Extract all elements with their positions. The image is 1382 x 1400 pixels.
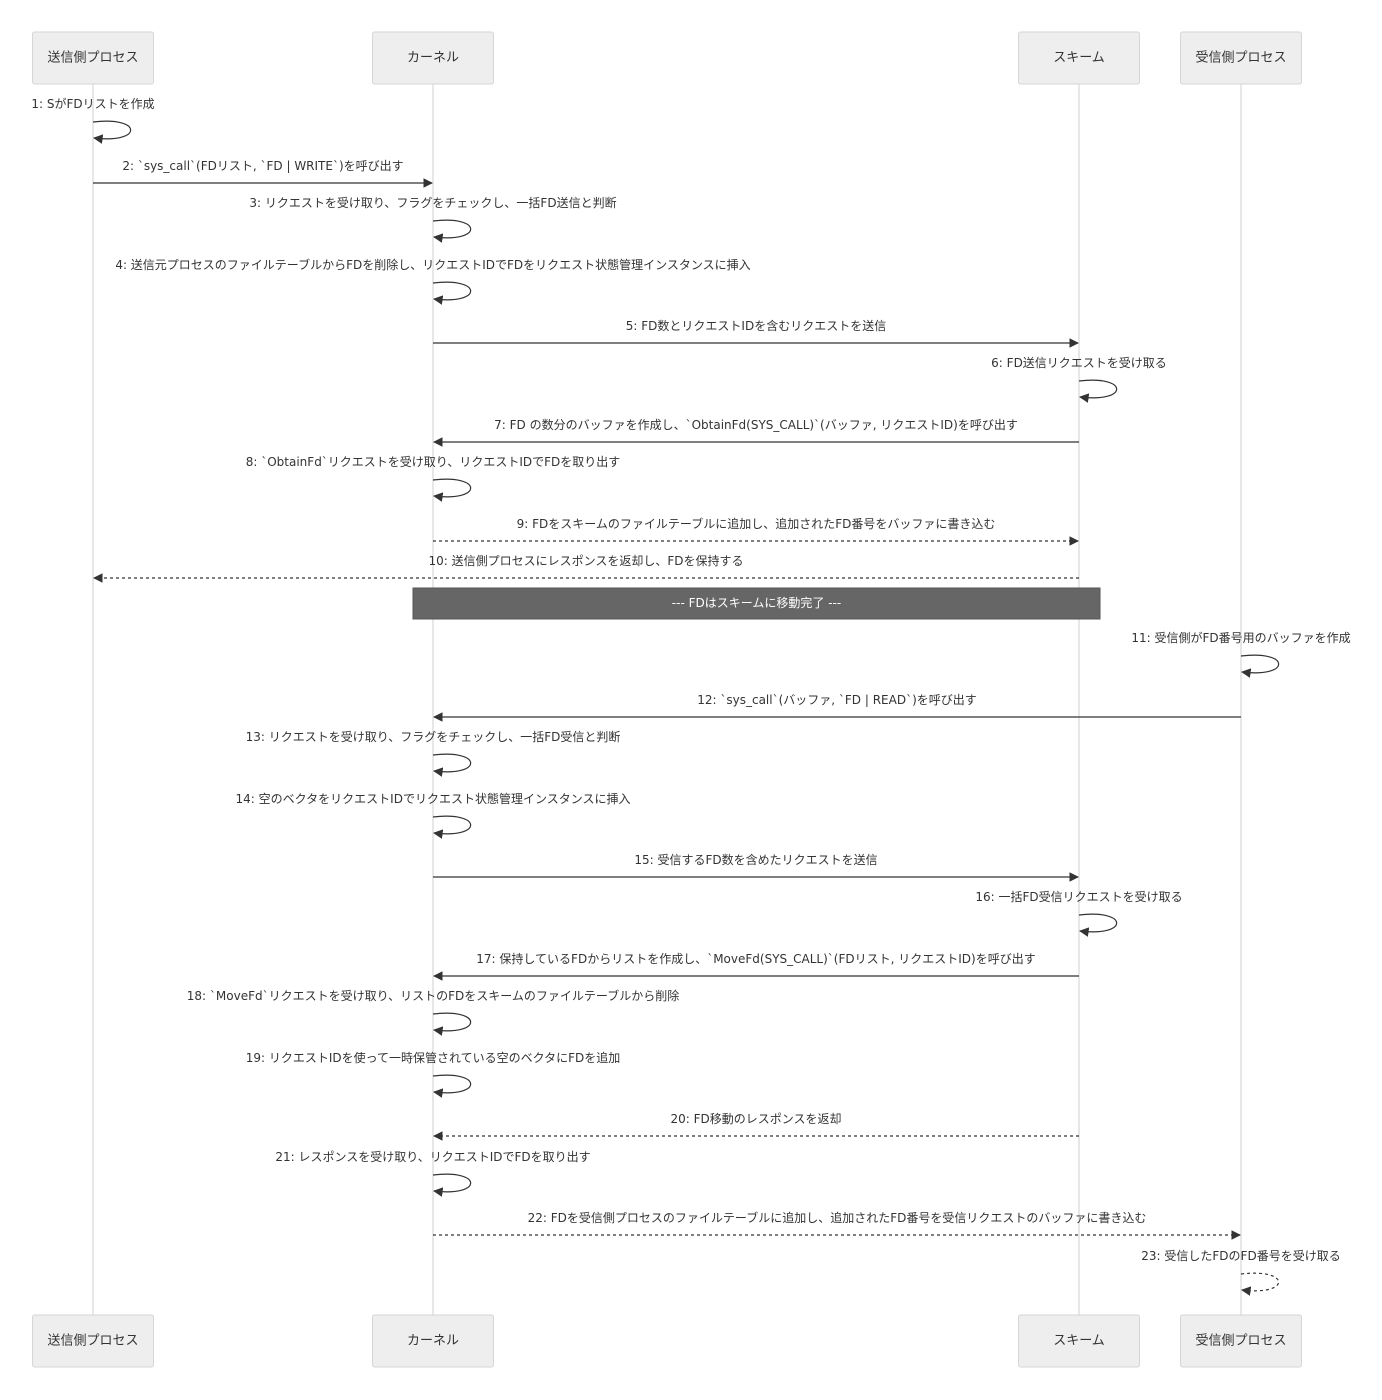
message-11: 11: 受信側がFD番号用のバッファを作成	[1131, 630, 1351, 678]
message-label: 20: FD移動のレスポンスを返却	[670, 1112, 841, 1126]
actor-box	[1018, 1314, 1140, 1368]
message-label: 11: 受信側がFD番号用のバッファを作成	[1131, 630, 1350, 645]
message-label: 16: 一括FD受信リクエストを受け取る	[975, 889, 1182, 904]
self-arrow	[1078, 379, 1118, 403]
actor-box	[372, 31, 494, 85]
actor-label: カーネル	[407, 1334, 459, 1349]
message-1: 2: `sys_call`(FDリスト, `FD | WRITE`)を呼び出す	[93, 159, 433, 188]
message-20: 20: FD移動のレスポンスを返却	[433, 1112, 1079, 1141]
self-arrow	[1240, 1272, 1280, 1296]
message-13: 13: リクエストを受け取り、フラグをチェックし、一括FD受信と判断	[246, 729, 621, 777]
actor-box	[1018, 31, 1140, 85]
message-17: 17: 保持しているFDからリストを作成し、`MoveFd(SYS_CALL)`…	[433, 951, 1079, 981]
actor-kernel-top: カーネル	[372, 31, 494, 85]
actor-box	[32, 1314, 154, 1368]
self-arrow	[92, 120, 132, 144]
message-label: 17: 保持しているFDからリストを作成し、`MoveFd(SYS_CALL)`…	[476, 951, 1035, 966]
self-arrow	[432, 219, 472, 243]
message-label: 21: レスポンスを受け取り、リクエストIDでFDを取り出す	[275, 1150, 590, 1164]
message-2: 3: リクエストを受け取り、フラグをチェックし、一括FD送信と判断	[249, 195, 617, 243]
note-label: --- FDはスキームに移動完了 ---	[672, 595, 841, 610]
message-label: 7: FD の数分のバッファを作成し、`ObtainFd(SYS_CALL)`(…	[494, 417, 1018, 432]
message-7: 8: `ObtainFd`リクエストを受け取り、リクエストIDでFDを取り出す	[246, 455, 621, 502]
message-15: 15: 受信するFD数を含めたリクエストを送信	[433, 852, 1079, 882]
message-label: 3: リクエストを受け取り、フラグをチェックし、一括FD送信と判断	[249, 195, 616, 210]
self-arrow	[432, 815, 472, 839]
actor-box	[372, 1314, 494, 1368]
message-19: 19: リクエストIDを使って一時保管されている空のベクタにFDを追加	[246, 1050, 621, 1098]
self-arrow	[1078, 913, 1118, 937]
message-label: 19: リクエストIDを使って一時保管されている空のベクタにFDを追加	[246, 1050, 621, 1065]
actor-label: 送信側プロセス	[47, 1334, 138, 1349]
message-9: 10: 送信側プロセスにレスポンスを返却し、FDを保持する	[93, 553, 1079, 583]
message-label: 6: FD送信リクエストを受け取る	[991, 355, 1167, 370]
actor-scheme-top: スキーム	[1018, 31, 1140, 85]
self-arrow	[1240, 654, 1280, 678]
message-8: 9: FDをスキームのファイルテーブルに追加し、追加されたFD番号をバッファに書…	[433, 516, 1079, 546]
message-label: 2: `sys_call`(FDリスト, `FD | WRITE`)を呼び出す	[122, 159, 403, 173]
actor-label: 受信側プロセス	[1195, 1334, 1286, 1349]
message-6: 7: FD の数分のバッファを作成し、`ObtainFd(SYS_CALL)`(…	[433, 417, 1079, 447]
message-3: 4: 送信元プロセスのファイルテーブルからFDを削除し、リクエストIDでFDをリ…	[115, 257, 751, 305]
message-5: 6: FD送信リクエストを受け取る	[991, 355, 1167, 403]
message-label: 18: `MoveFd`リクエストを受け取り、リストのFDをスキームのファイルテ…	[187, 988, 679, 1003]
message-label: 23: 受信したFDのFD番号を受け取る	[1141, 1249, 1340, 1263]
actor-label: スキーム	[1053, 1334, 1105, 1349]
message-label: 1: SがFDリストを作成	[31, 96, 154, 111]
actor-scheme-bottom: スキーム	[1018, 1314, 1140, 1368]
actor-sender-bottom: 送信側プロセス	[32, 1314, 154, 1368]
message-12: 12: `sys_call`(バッファ, `FD | READ`)を呼び出す	[433, 693, 1241, 722]
actor-label: 受信側プロセス	[1195, 51, 1286, 66]
actor-label: スキーム	[1053, 51, 1105, 66]
self-arrow	[432, 478, 472, 502]
actor-box	[1180, 1314, 1302, 1368]
note: --- FDはスキームに移動完了 ---	[412, 587, 1101, 620]
actor-box	[1180, 31, 1302, 85]
message-label: 4: 送信元プロセスのファイルテーブルからFDを削除し、リクエストIDでFDをリ…	[115, 257, 750, 272]
self-arrow	[432, 281, 472, 305]
message-label: 22: FDを受信側プロセスのファイルテーブルに追加し、追加されたFD番号を受信…	[528, 1210, 1147, 1225]
message-label: 14: 空のベクタをリクエストIDでリクエスト状態管理インスタンスに挿入	[236, 791, 631, 806]
message-18: 18: `MoveFd`リクエストを受け取り、リストのFDをスキームのファイルテ…	[187, 988, 679, 1036]
self-arrow	[432, 1074, 472, 1098]
message-14: 14: 空のベクタをリクエストIDでリクエスト状態管理インスタンスに挿入	[236, 791, 631, 839]
message-23: 23: 受信したFDのFD番号を受け取る	[1141, 1249, 1341, 1296]
self-arrow	[432, 753, 472, 777]
message-label: 12: `sys_call`(バッファ, `FD | READ`)を呼び出す	[697, 693, 977, 707]
message-4: 5: FD数とリクエストIDを含むリクエストを送信	[433, 318, 1079, 348]
message-22: 22: FDを受信側プロセスのファイルテーブルに追加し、追加されたFD番号を受信…	[433, 1210, 1241, 1240]
message-label: 15: 受信するFD数を含めたリクエストを送信	[634, 852, 877, 867]
actor-receiver-top: 受信側プロセス	[1180, 31, 1302, 85]
actor-sender-top: 送信側プロセス	[32, 31, 154, 85]
message-label: 10: 送信側プロセスにレスポンスを返却し、FDを保持する	[428, 553, 743, 568]
actor-receiver-bottom: 受信側プロセス	[1180, 1314, 1302, 1368]
self-arrow	[432, 1012, 472, 1036]
message-label: 5: FD数とリクエストIDを含むリクエストを送信	[626, 318, 886, 333]
actor-kernel-bottom: カーネル	[372, 1314, 494, 1368]
actor-label: カーネル	[407, 51, 459, 66]
message-label: 13: リクエストを受け取り、フラグをチェックし、一括FD受信と判断	[246, 729, 621, 744]
actor-box	[32, 31, 154, 85]
message-21: 21: レスポンスを受け取り、リクエストIDでFDを取り出す	[275, 1150, 591, 1197]
actor-label: 送信側プロセス	[47, 51, 138, 66]
message-0: 1: SがFDリストを作成	[31, 96, 155, 144]
message-label: 9: FDをスキームのファイルテーブルに追加し、追加されたFD番号をバッファに書…	[517, 516, 996, 531]
note-box	[412, 587, 1101, 620]
self-arrow	[432, 1173, 472, 1197]
message-label: 8: `ObtainFd`リクエストを受け取り、リクエストIDでFDを取り出す	[246, 455, 621, 469]
message-16: 16: 一括FD受信リクエストを受け取る	[975, 889, 1183, 937]
